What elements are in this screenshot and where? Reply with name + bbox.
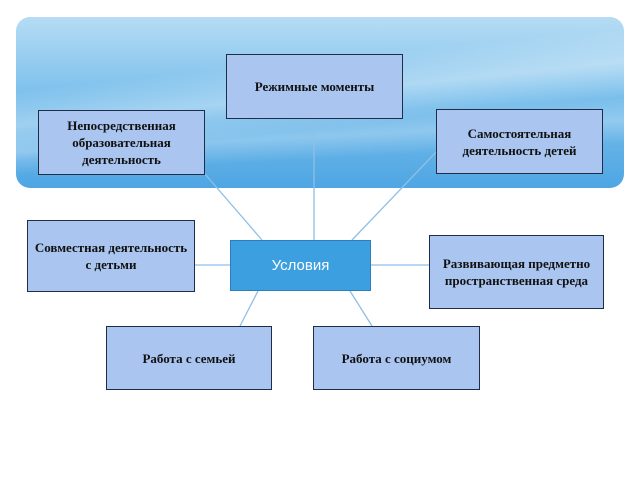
center-node-label: Условия [271, 257, 330, 274]
node-work-with-society: Работа с социумом [313, 326, 480, 390]
node-family-label: Работа с семьей [142, 350, 236, 366]
node-independent-label: Самостоятельная деятельность детей [462, 125, 577, 158]
node-joint-activity: Совместная деятельность с детьми [27, 220, 195, 292]
node-regime-moments: Режимные моменты [226, 54, 403, 119]
center-node-conditions: Условия [230, 240, 371, 291]
node-direct-label: Непосредственная образовательная деятель… [67, 118, 176, 167]
node-direct-educational-activity: Непосредственная образовательная деятель… [38, 110, 205, 175]
node-regime-label: Режимные моменты [254, 79, 375, 94]
node-developing-environment: Развивающая предметно пространственная с… [429, 235, 604, 309]
node-joint-label: Совместная деятельность с детьми [34, 240, 188, 272]
node-work-with-family: Работа с семьей [106, 326, 272, 390]
node-environment-label: Развивающая предметно пространственная с… [442, 256, 591, 288]
connector-family [239, 290, 259, 327]
connector-independent [351, 147, 441, 241]
node-independent-activity: Самостоятельная деятельность детей [436, 109, 603, 174]
node-society-label: Работа с социумом [341, 350, 452, 366]
connector-direct [204, 173, 263, 241]
connector-society [349, 290, 373, 327]
